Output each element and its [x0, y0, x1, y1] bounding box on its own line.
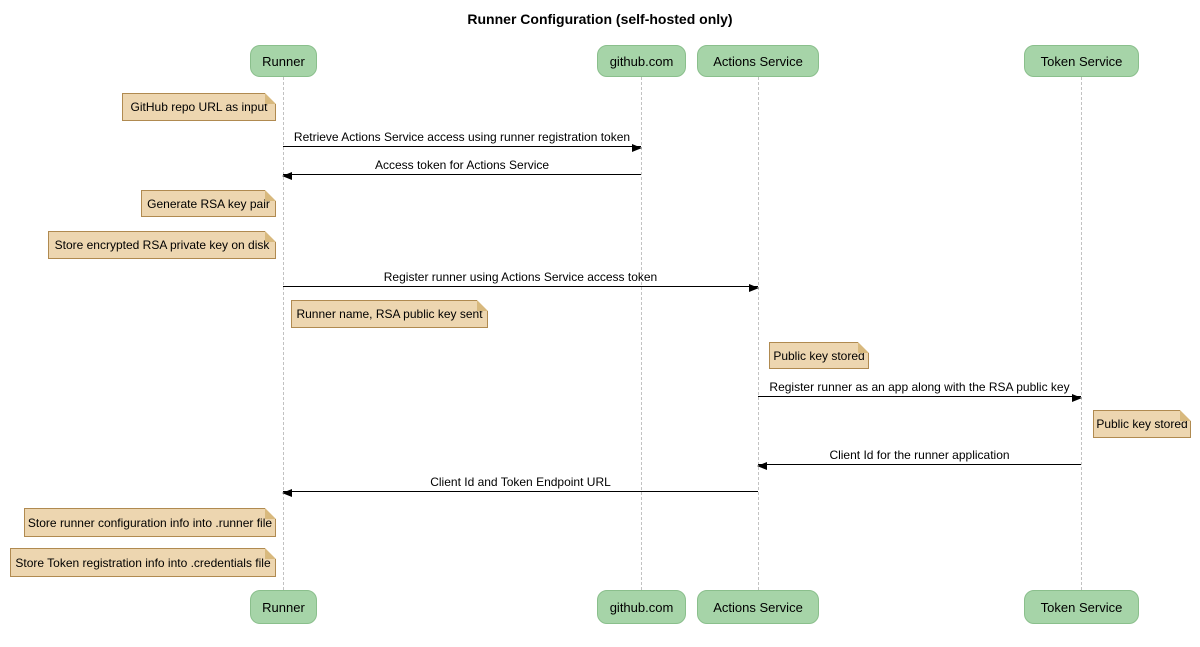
actor-token-service-top: Token Service — [1024, 45, 1139, 77]
message-label: Access token for Actions Service — [374, 158, 550, 172]
lifeline-actions-service — [758, 77, 759, 590]
note-repo-url: GitHub repo URL as input — [122, 93, 276, 121]
message-line — [283, 286, 758, 287]
message-line — [283, 491, 758, 492]
message-access-token: Access token for Actions Service — [282, 158, 641, 180]
note-store-runner-file: Store runner configuration info into .ru… — [24, 508, 276, 537]
message-client-id-endpoint: Client Id and Token Endpoint URL — [282, 475, 758, 497]
message-line — [283, 174, 641, 175]
note-generate-rsa: Generate RSA key pair — [141, 190, 276, 217]
actor-runner-top: Runner — [250, 45, 317, 77]
message-label: Client Id and Token Endpoint URL — [430, 475, 611, 489]
message-register-runner: Register runner using Actions Service ac… — [283, 270, 759, 292]
message-label: Retrieve Actions Service access using ru… — [293, 130, 631, 144]
arrowhead-icon — [282, 489, 292, 497]
note-store-private-key: Store encrypted RSA private key on disk — [48, 231, 276, 259]
note-runner-name-sent: Runner name, RSA public key sent — [291, 300, 488, 328]
note-store-credentials-file: Store Token registration info into .cred… — [10, 548, 276, 577]
lifeline-token-service — [1081, 77, 1082, 590]
message-line — [758, 464, 1081, 465]
arrowhead-icon — [632, 144, 642, 152]
lifeline-runner — [283, 77, 284, 590]
actor-token-service-bottom: Token Service — [1024, 590, 1139, 624]
actor-actions-service-top: Actions Service — [697, 45, 819, 77]
message-client-id: Client Id for the runner application — [757, 448, 1081, 470]
arrowhead-icon — [749, 284, 759, 292]
actor-github-top: github.com — [597, 45, 686, 77]
message-label: Client Id for the runner application — [829, 448, 1010, 462]
message-line — [283, 146, 641, 147]
actor-github-bottom: github.com — [597, 590, 686, 624]
note-public-key-stored-actions: Public key stored — [769, 342, 869, 369]
message-register-app: Register runner as an app along with the… — [758, 380, 1082, 402]
message-line — [758, 396, 1081, 397]
arrowhead-icon — [1072, 394, 1082, 402]
arrowhead-icon — [282, 172, 292, 180]
message-label: Register runner using Actions Service ac… — [383, 270, 658, 284]
actor-runner-bottom: Runner — [250, 590, 317, 624]
diagram-title: Runner Configuration (self-hosted only) — [467, 11, 733, 27]
message-label: Register runner as an app along with the… — [769, 380, 1070, 394]
arrowhead-icon — [757, 462, 767, 470]
note-public-key-stored-token: Public key stored — [1093, 410, 1191, 438]
message-retrieve-access: Retrieve Actions Service access using ru… — [283, 130, 642, 152]
lifeline-github — [641, 77, 642, 590]
actor-actions-service-bottom: Actions Service — [697, 590, 819, 624]
